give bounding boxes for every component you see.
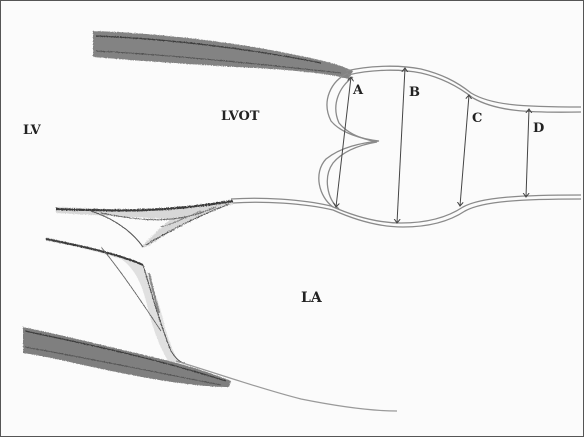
label-lv: LV	[23, 123, 42, 138]
arrow-b	[397, 68, 405, 223]
label-c: C	[472, 111, 482, 126]
label-b: B	[409, 85, 420, 100]
measurement-arrows	[336, 68, 529, 223]
anterior-mitral-leaflet	[56, 199, 233, 248]
label-lvot: LVOT	[221, 109, 260, 124]
aortic-root-outline	[231, 66, 581, 227]
label-la: LA	[301, 290, 323, 306]
arrow-d	[526, 109, 529, 197]
label-d: D	[533, 121, 544, 136]
arrow-c	[460, 95, 469, 206]
label-a: A	[352, 83, 364, 98]
upper-septum-wall	[93, 31, 353, 79]
lower-posterior-wall	[23, 327, 231, 387]
